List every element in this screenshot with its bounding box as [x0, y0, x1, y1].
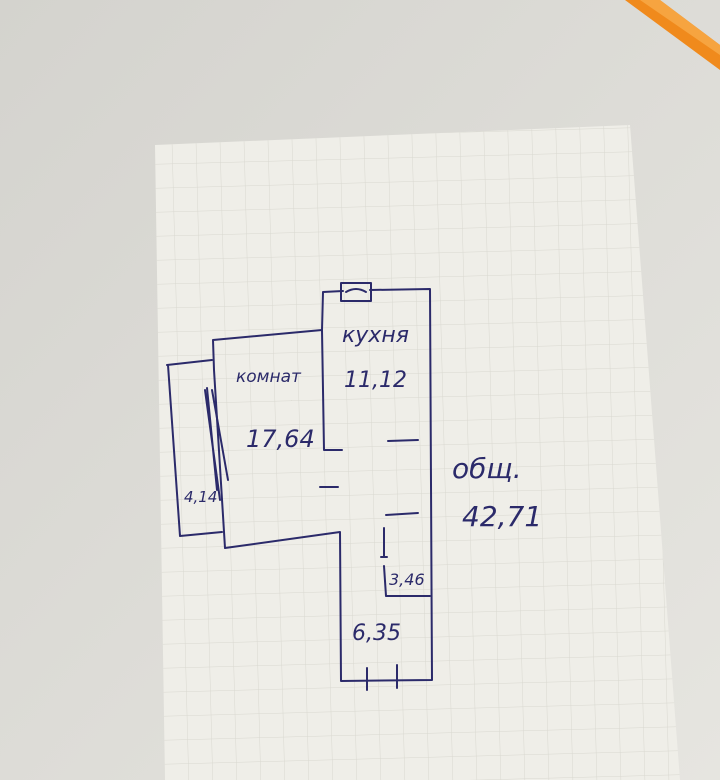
total-area: 42,71 — [462, 500, 542, 533]
floor-plan-walls — [166, 282, 433, 691]
room-area: 17,64 — [246, 425, 315, 453]
total-label: общ. — [452, 452, 522, 485]
room-label: комнат — [236, 367, 302, 387]
paper-sheet — [155, 125, 680, 780]
bathroom-area: 3,46 — [389, 570, 425, 589]
hallway-area: 6,35 — [352, 621, 401, 646]
kitchen-area: 11,12 — [344, 368, 407, 393]
pencil — [625, 0, 720, 70]
balcony-area: 4,14 — [184, 488, 217, 506]
kitchen-label: кухня — [342, 323, 409, 348]
window-icon — [340, 282, 372, 302]
